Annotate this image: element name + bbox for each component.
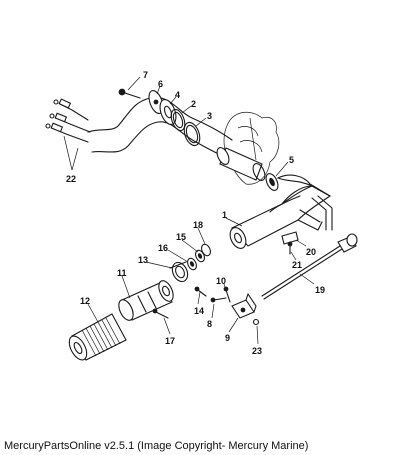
- label-8: 8: [207, 319, 212, 329]
- label-16: 16: [158, 243, 168, 253]
- label-18: 18: [193, 220, 203, 230]
- label-5: 5: [289, 155, 294, 165]
- ring-part-2: [170, 108, 186, 132]
- label-7: 7: [143, 70, 148, 80]
- screw-part-10: [223, 286, 231, 303]
- screw-part-21: [287, 241, 293, 255]
- shift-rod-part-19: [261, 233, 358, 300]
- label-3: 3: [207, 111, 212, 121]
- grommet-part-6: [148, 89, 164, 115]
- label-11: 11: [117, 268, 127, 278]
- label-17: 17: [165, 336, 175, 346]
- steering-arm-part-1: [229, 174, 333, 249]
- handle-grip-part-12: [68, 313, 127, 361]
- screw-part-7: [118, 88, 141, 99]
- label-12: 12: [80, 296, 90, 306]
- leader-lines: [63, 76, 315, 345]
- washer-part-16: [187, 257, 197, 271]
- label-1: 1: [222, 210, 227, 220]
- pin-part-8: [210, 297, 227, 303]
- label-21: 21: [292, 260, 302, 270]
- ring-part-3: [183, 121, 201, 147]
- sleeve-bushing: [216, 147, 266, 181]
- ring-part-5: [265, 173, 279, 191]
- washer-part-15: [195, 249, 205, 263]
- label-2: 2: [191, 99, 196, 109]
- copyright-caption: MercuryPartsOnline v2.5.1 (Image Copyrig…: [4, 440, 309, 452]
- screw-part-14: [194, 286, 207, 297]
- label-6: 6: [158, 79, 163, 89]
- label-14: 14: [194, 306, 204, 316]
- screw-part-23: [252, 318, 260, 326]
- collar-part-13: [169, 261, 189, 283]
- callout-labels: 7 6 4 2 3 5 1 18 15 16 13 11 12 14 17 10…: [66, 70, 325, 356]
- label-19: 19: [315, 285, 325, 295]
- label-4: 4: [175, 90, 180, 100]
- label-10: 10: [216, 276, 226, 286]
- exploded-parts-diagram: 7 6 4 2 3 5 1 18 15 16 13 11 12 14 17 10…: [45, 70, 358, 361]
- label-23: 23: [252, 346, 262, 356]
- wire-terminals: [45, 98, 91, 143]
- block-part-9: [231, 293, 257, 319]
- clip-part-20: [281, 231, 299, 245]
- label-9: 9: [225, 333, 230, 343]
- label-22: 22: [66, 174, 76, 184]
- label-13: 13: [138, 255, 148, 265]
- throttle-tube-part-11: [118, 280, 174, 321]
- label-15: 15: [176, 232, 186, 242]
- screw-part-17: [152, 308, 169, 319]
- label-20: 20: [306, 247, 316, 257]
- seal-part-4: [159, 99, 177, 125]
